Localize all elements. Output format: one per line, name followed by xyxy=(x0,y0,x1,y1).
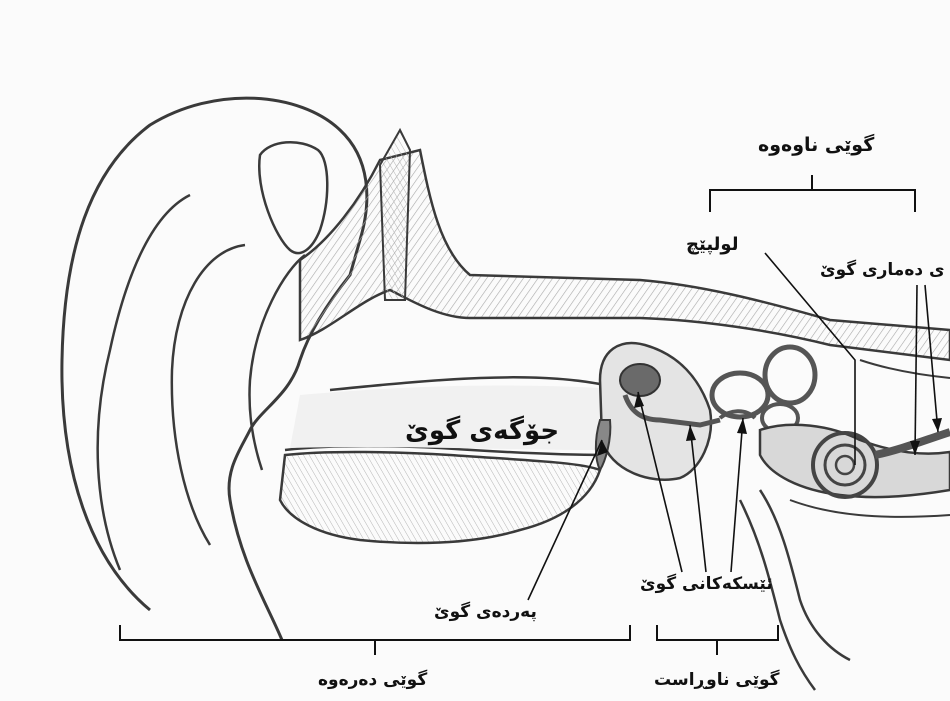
middle-ear-label: گوێی ناوڕاست xyxy=(654,672,780,689)
nerve-arrow-2 xyxy=(932,418,942,432)
auditory-nerve-label: ی دەماری گوێ xyxy=(820,262,945,279)
malleus xyxy=(620,364,660,396)
tragus xyxy=(259,142,327,253)
nerve-leader-1 xyxy=(915,285,917,455)
lower-bone xyxy=(280,452,600,543)
auricle-outline xyxy=(62,98,367,640)
ossicle-arrow-3 xyxy=(737,418,747,434)
middle-ear-bracket xyxy=(657,625,778,655)
auricle-fold-2 xyxy=(172,245,245,545)
outer-ear-bracket xyxy=(120,625,630,655)
ear-canal-label: جۆگەی گوێ xyxy=(405,418,559,444)
eustachian-tube-2 xyxy=(740,500,815,690)
eustachian-tube xyxy=(760,490,850,660)
lower-right-contour xyxy=(790,500,950,517)
inner-ear-bracket xyxy=(710,175,915,212)
outer-ear-label: گوێی دەرەوە xyxy=(318,672,427,689)
cochlea-label: لولپێچ xyxy=(686,236,738,254)
inner-ear-label: گوێی ناوەوە xyxy=(758,136,874,155)
ossicles-label: ئێسکەکانی گوێ xyxy=(640,576,773,593)
cartilage-strip xyxy=(380,130,410,300)
eardrum-label: پەردەی گوێ xyxy=(434,604,537,621)
ossicle-leader-3 xyxy=(731,418,743,572)
skull-contour xyxy=(860,360,950,378)
auricle-fold-1 xyxy=(98,195,190,570)
canal-2 xyxy=(765,347,815,403)
